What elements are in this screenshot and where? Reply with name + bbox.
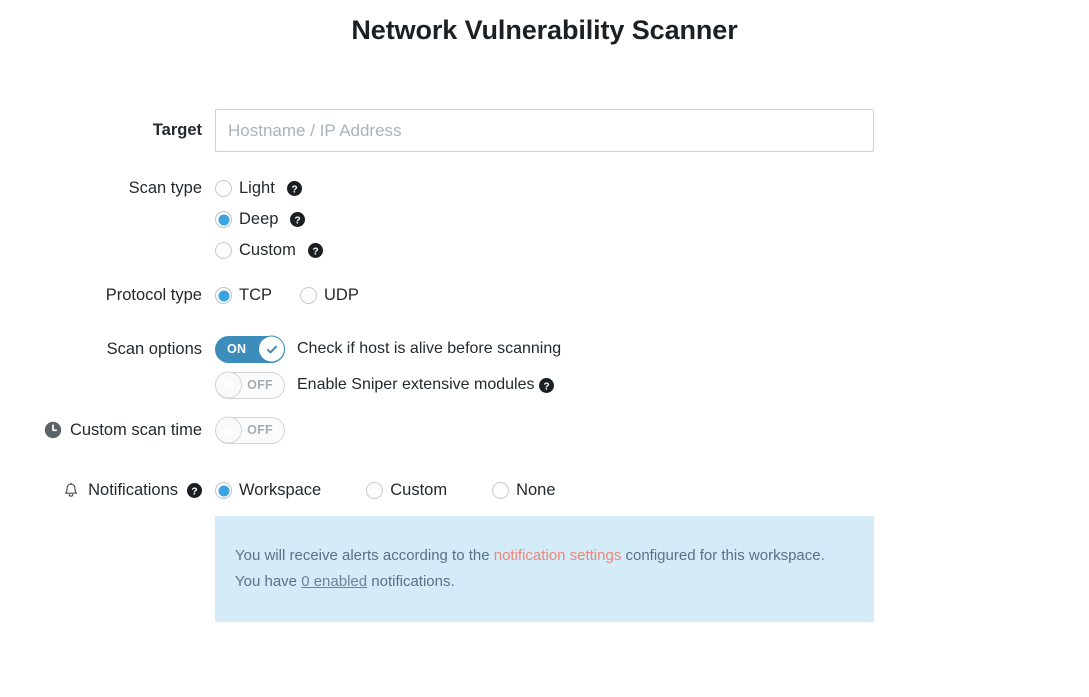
info-line1-suffix: configured for this workspace.	[621, 547, 825, 564]
radio-button-deep[interactable]	[215, 211, 232, 228]
info-line-1: You will receive alerts according to the…	[235, 543, 854, 569]
notifications-info-row: You will receive alerts according to the…	[0, 516, 1089, 622]
toggle-knob	[216, 417, 241, 443]
notifications-label: Notifications	[88, 481, 178, 499]
bell-icon	[62, 482, 80, 500]
help-circle-icon[interactable]: ?	[307, 243, 323, 258]
toggle-host-alive[interactable]: ON	[215, 335, 285, 363]
svg-text:?: ?	[191, 486, 197, 497]
radio-item-udp[interactable]: UDP	[300, 286, 359, 305]
help-circle-icon[interactable]: ?	[187, 483, 202, 498]
toggle-knob	[216, 372, 241, 398]
toggle-state-label: OFF	[247, 423, 273, 437]
radio-label-custom: Custom	[239, 241, 296, 259]
toggle-description-host-alive: Check if host is alive before scanning	[297, 340, 562, 357]
toggle-state-label: OFF	[247, 378, 273, 392]
notification-settings-link[interactable]: notification settings	[493, 547, 622, 564]
toggle-state-label: ON	[227, 342, 247, 356]
toggle-description-text: Enable Sniper extensive modules	[297, 376, 535, 393]
svg-text:?: ?	[295, 215, 301, 226]
scan-type-row: Scan type Light ? Deep ?	[0, 173, 1089, 266]
enabled-notifications-link[interactable]: 0 enabled	[301, 573, 368, 590]
scan-type-option-custom[interactable]: Custom ?	[215, 235, 1089, 266]
radio-item-deep[interactable]: Deep ?	[215, 210, 306, 229]
target-label: Target	[152, 121, 202, 139]
radio-item-light[interactable]: Light ?	[215, 179, 302, 198]
radio-button-custom[interactable]	[215, 242, 232, 259]
scan-options-row: Scan options ON Check if host is alive b…	[0, 334, 1089, 406]
target-row: Target	[0, 109, 1089, 152]
svg-text:?: ?	[312, 246, 318, 257]
radio-item-custom-notify[interactable]: Custom	[366, 481, 447, 500]
notifications-row: Notifications ? Workspace Custom None	[0, 475, 1089, 506]
toggle-sniper-modules[interactable]: OFF	[215, 371, 285, 399]
notifications-radio-line: Workspace Custom None	[215, 475, 1089, 506]
custom-scan-time-field: OFF	[215, 415, 1089, 451]
help-circle-icon[interactable]: ?	[290, 212, 306, 227]
toggle-description-sniper-modules: Enable Sniper extensive modules ?	[297, 376, 555, 394]
radio-label-tcp: TCP	[239, 286, 272, 304]
info-line2-suffix: notifications.	[367, 573, 455, 590]
custom-scan-time-toggle-line: OFF	[215, 415, 1089, 445]
scanner-form: Target Scan type Light ? Deep	[0, 109, 1089, 622]
scan-options-toggles: ON Check if host is alive before scannin…	[215, 334, 1089, 406]
scan-type-option-deep[interactable]: Deep ?	[215, 204, 1089, 235]
page-title: Network Vulnerability Scanner	[351, 15, 738, 45]
protocol-type-row: Protocol type TCP UDP	[0, 280, 1089, 311]
custom-scan-time-row: Custom scan time OFF	[0, 415, 1089, 451]
clock-icon	[44, 421, 62, 439]
notifications-label-col: Notifications ?	[0, 475, 215, 506]
custom-scan-time-label: Custom scan time	[69, 420, 202, 439]
scan-type-label: Scan type	[128, 179, 202, 197]
scan-type-options: Light ? Deep ? Custom	[215, 173, 1089, 266]
scan-option-host-alive: ON Check if host is alive before scannin…	[215, 334, 1089, 364]
check-icon	[266, 345, 277, 353]
scan-option-sniper-modules: OFF Enable Sniper extensive modules ?	[215, 370, 1089, 400]
radio-button-tcp[interactable]	[215, 287, 232, 304]
radio-label-deep: Deep	[239, 210, 279, 228]
close-x-icon	[224, 380, 233, 390]
radio-label-workspace: Workspace	[239, 481, 322, 499]
info-line-2: You have 0 enabled notifications.	[235, 569, 854, 595]
radio-button-light[interactable]	[215, 180, 232, 197]
radio-label-none: None	[516, 481, 556, 499]
radio-item-tcp[interactable]: TCP	[215, 286, 272, 305]
radio-button-udp[interactable]	[300, 287, 317, 304]
close-x-icon	[224, 425, 233, 435]
target-field-col	[215, 109, 1089, 152]
radio-label-light: Light	[239, 179, 275, 197]
toggle-knob	[259, 336, 284, 362]
radio-item-workspace[interactable]: Workspace	[215, 481, 321, 500]
svg-text:?: ?	[544, 381, 550, 392]
notifications-info-box: You will receive alerts according to the…	[215, 516, 874, 622]
scan-options-label: Scan options	[106, 339, 202, 358]
radio-label-udp: UDP	[324, 286, 359, 304]
radio-button-none[interactable]	[492, 482, 510, 499]
radio-item-custom[interactable]: Custom ?	[215, 241, 323, 260]
toggle-custom-scan-time[interactable]: OFF	[215, 416, 285, 444]
info-line1-prefix: You will receive alerts according to the	[235, 547, 494, 564]
custom-scan-time-label-col: Custom scan time	[0, 415, 215, 445]
target-input[interactable]	[215, 109, 874, 152]
protocol-type-options: TCP UDP	[215, 280, 1089, 311]
scan-type-option-light[interactable]: Light ?	[215, 173, 1089, 204]
radio-item-none[interactable]: None	[492, 481, 556, 500]
help-circle-icon[interactable]: ?	[286, 181, 302, 196]
info-line2-prefix: You have	[235, 573, 302, 590]
protocol-radio-line: TCP UDP	[215, 280, 1089, 311]
radio-label-custom-notify: Custom	[390, 481, 448, 499]
radio-button-workspace[interactable]	[215, 482, 232, 499]
notifications-options: Workspace Custom None	[215, 475, 1089, 506]
radio-button-custom-notify[interactable]	[366, 482, 384, 499]
help-circle-icon[interactable]: ?	[539, 377, 555, 393]
info-field-col: You will receive alerts according to the…	[215, 516, 1089, 622]
svg-text:?: ?	[291, 184, 297, 195]
protocol-type-label: Protocol type	[105, 286, 202, 304]
